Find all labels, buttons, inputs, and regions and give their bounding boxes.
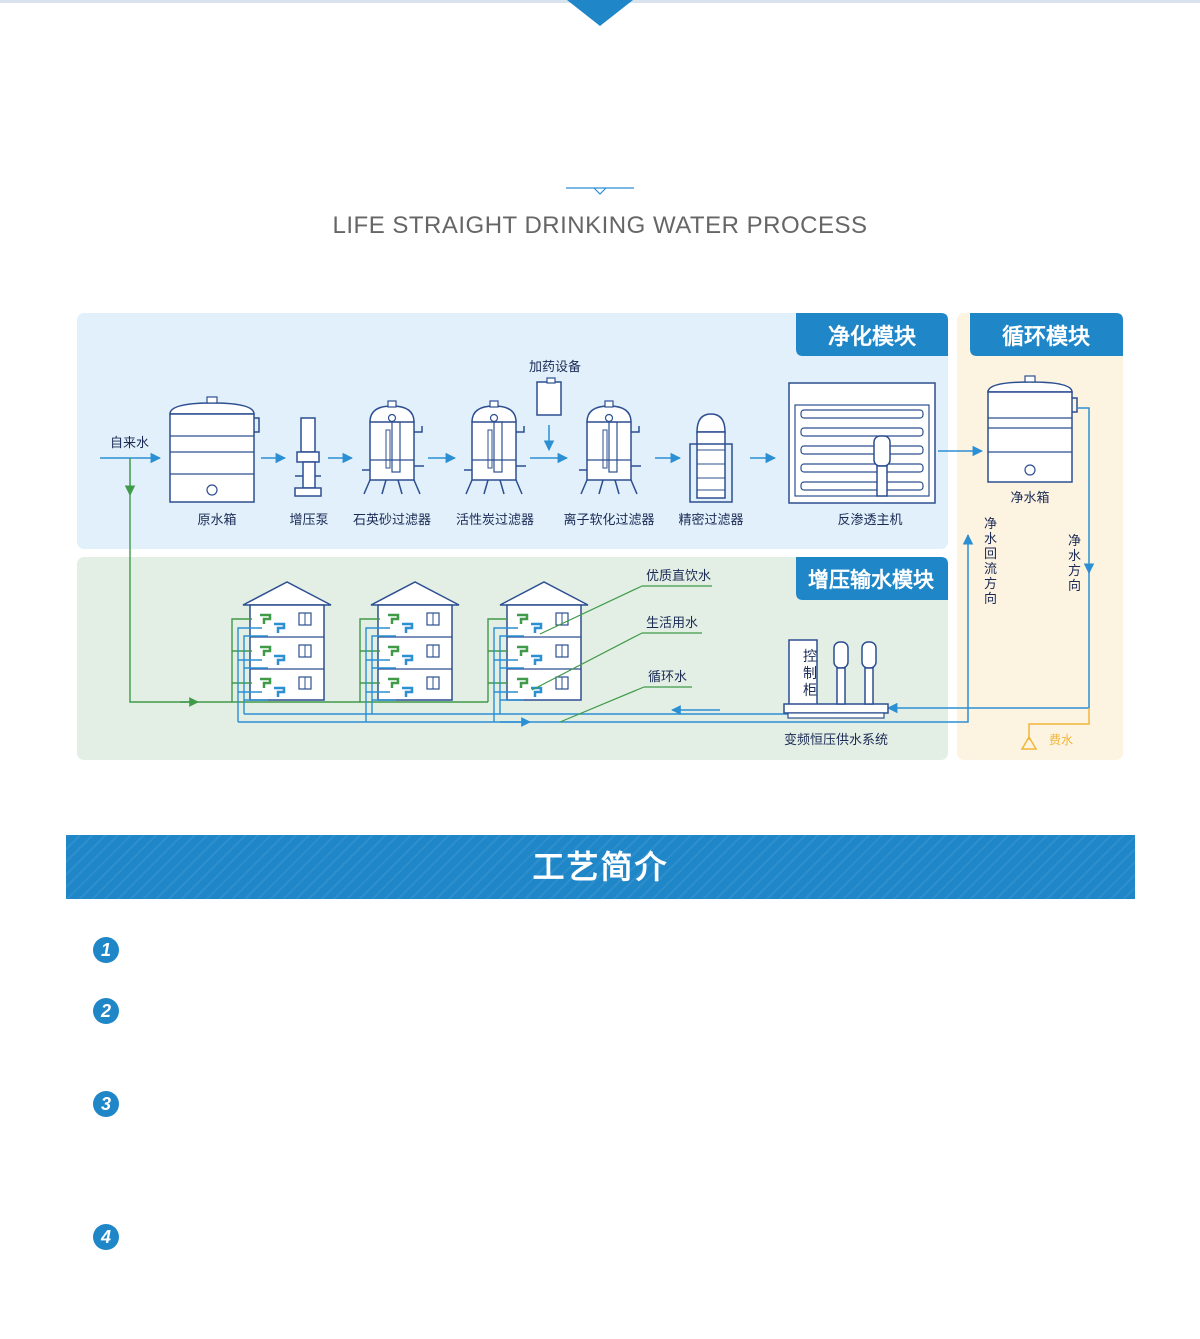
process-intro-banner: 工艺简介: [66, 835, 1135, 899]
booster-pump: [294, 417, 322, 497]
residential-building-3: [498, 580, 590, 702]
raw-water-tank: [169, 396, 260, 503]
circulate-module-tab: 循环模块: [970, 313, 1123, 356]
quartz-filter-label: 石英砂过滤器: [353, 513, 431, 528]
carbon-filter-label: 活性炭过滤器: [456, 513, 534, 528]
tap-water-label: 自来水: [110, 436, 149, 451]
waste-water-label: 费水: [1049, 733, 1073, 747]
step-badge-2: 2: [93, 998, 119, 1024]
purify-module-tab: 净化模块: [796, 313, 948, 356]
premium-drinking-water-label: 优质直饮水: [646, 569, 711, 584]
vf-supply-system-label: 变频恒压供水系统: [784, 732, 888, 748]
purify-module-title: 净化模块: [828, 324, 917, 350]
circulating-water-piping: [237, 627, 788, 727]
top-notch-marker: [567, 0, 633, 26]
step-badge-3: 3: [93, 1091, 119, 1117]
step-badge-1: 1: [93, 937, 119, 963]
residential-building-2: [369, 580, 461, 702]
clean-water-flow-line: [1077, 407, 1095, 575]
raw-tank-label: 原水箱: [197, 512, 236, 528]
clean-return-direction-label: 净 水回流方向: [984, 517, 1001, 607]
precision-filter: [689, 413, 733, 503]
booster-module-tab: 增压输水模块: [796, 557, 948, 600]
step-badge-4: 4: [93, 1224, 119, 1250]
circulating-water-label: 循环水: [648, 670, 687, 685]
booster-module-title: 增压输水模块: [808, 568, 935, 592]
clean-water-tank: [987, 375, 1078, 483]
clean-tank-label: 净水箱: [1010, 490, 1049, 506]
residential-building-1: [241, 580, 333, 702]
domestic-water-label: 生活用水: [646, 616, 698, 631]
page-title: LIFE STRAIGHT DRINKING WATER PROCESS: [332, 212, 868, 239]
control-cabinet-label: 控 制柜: [803, 649, 821, 699]
waste-water-line: [1028, 708, 1090, 740]
clean-water-direction-label: 净 水方向: [1068, 534, 1085, 594]
reverse-osmosis-host: [788, 382, 936, 504]
waste-water-outlet-icon: [1020, 735, 1038, 750]
process-intro-title: 工艺简介: [532, 848, 669, 886]
ro-host-label: 反渗透主机: [837, 513, 902, 528]
precision-filter-label: 精密过滤器: [678, 512, 743, 528]
vf-supply-unit: [783, 639, 889, 719]
clean-return-line: [560, 533, 974, 723]
dosing-equipment: [536, 377, 562, 416]
softener-filter-label: 离子软化过滤器: [563, 512, 654, 528]
circulate-module-title: 循环模块: [1002, 324, 1091, 350]
process-diagram: 净化模块 循环模块 增压输水模块 自来水 原水箱 增压泵 石英砂过滤器 活性炭过…: [77, 313, 1123, 760]
domestic-water-piping: [129, 495, 508, 707]
booster-pump-label: 增压泵: [289, 513, 328, 528]
dosing-equipment-label: 加药设备: [529, 359, 581, 375]
circulate-module-panel: [957, 313, 1123, 760]
title-ornament: [566, 187, 634, 195]
